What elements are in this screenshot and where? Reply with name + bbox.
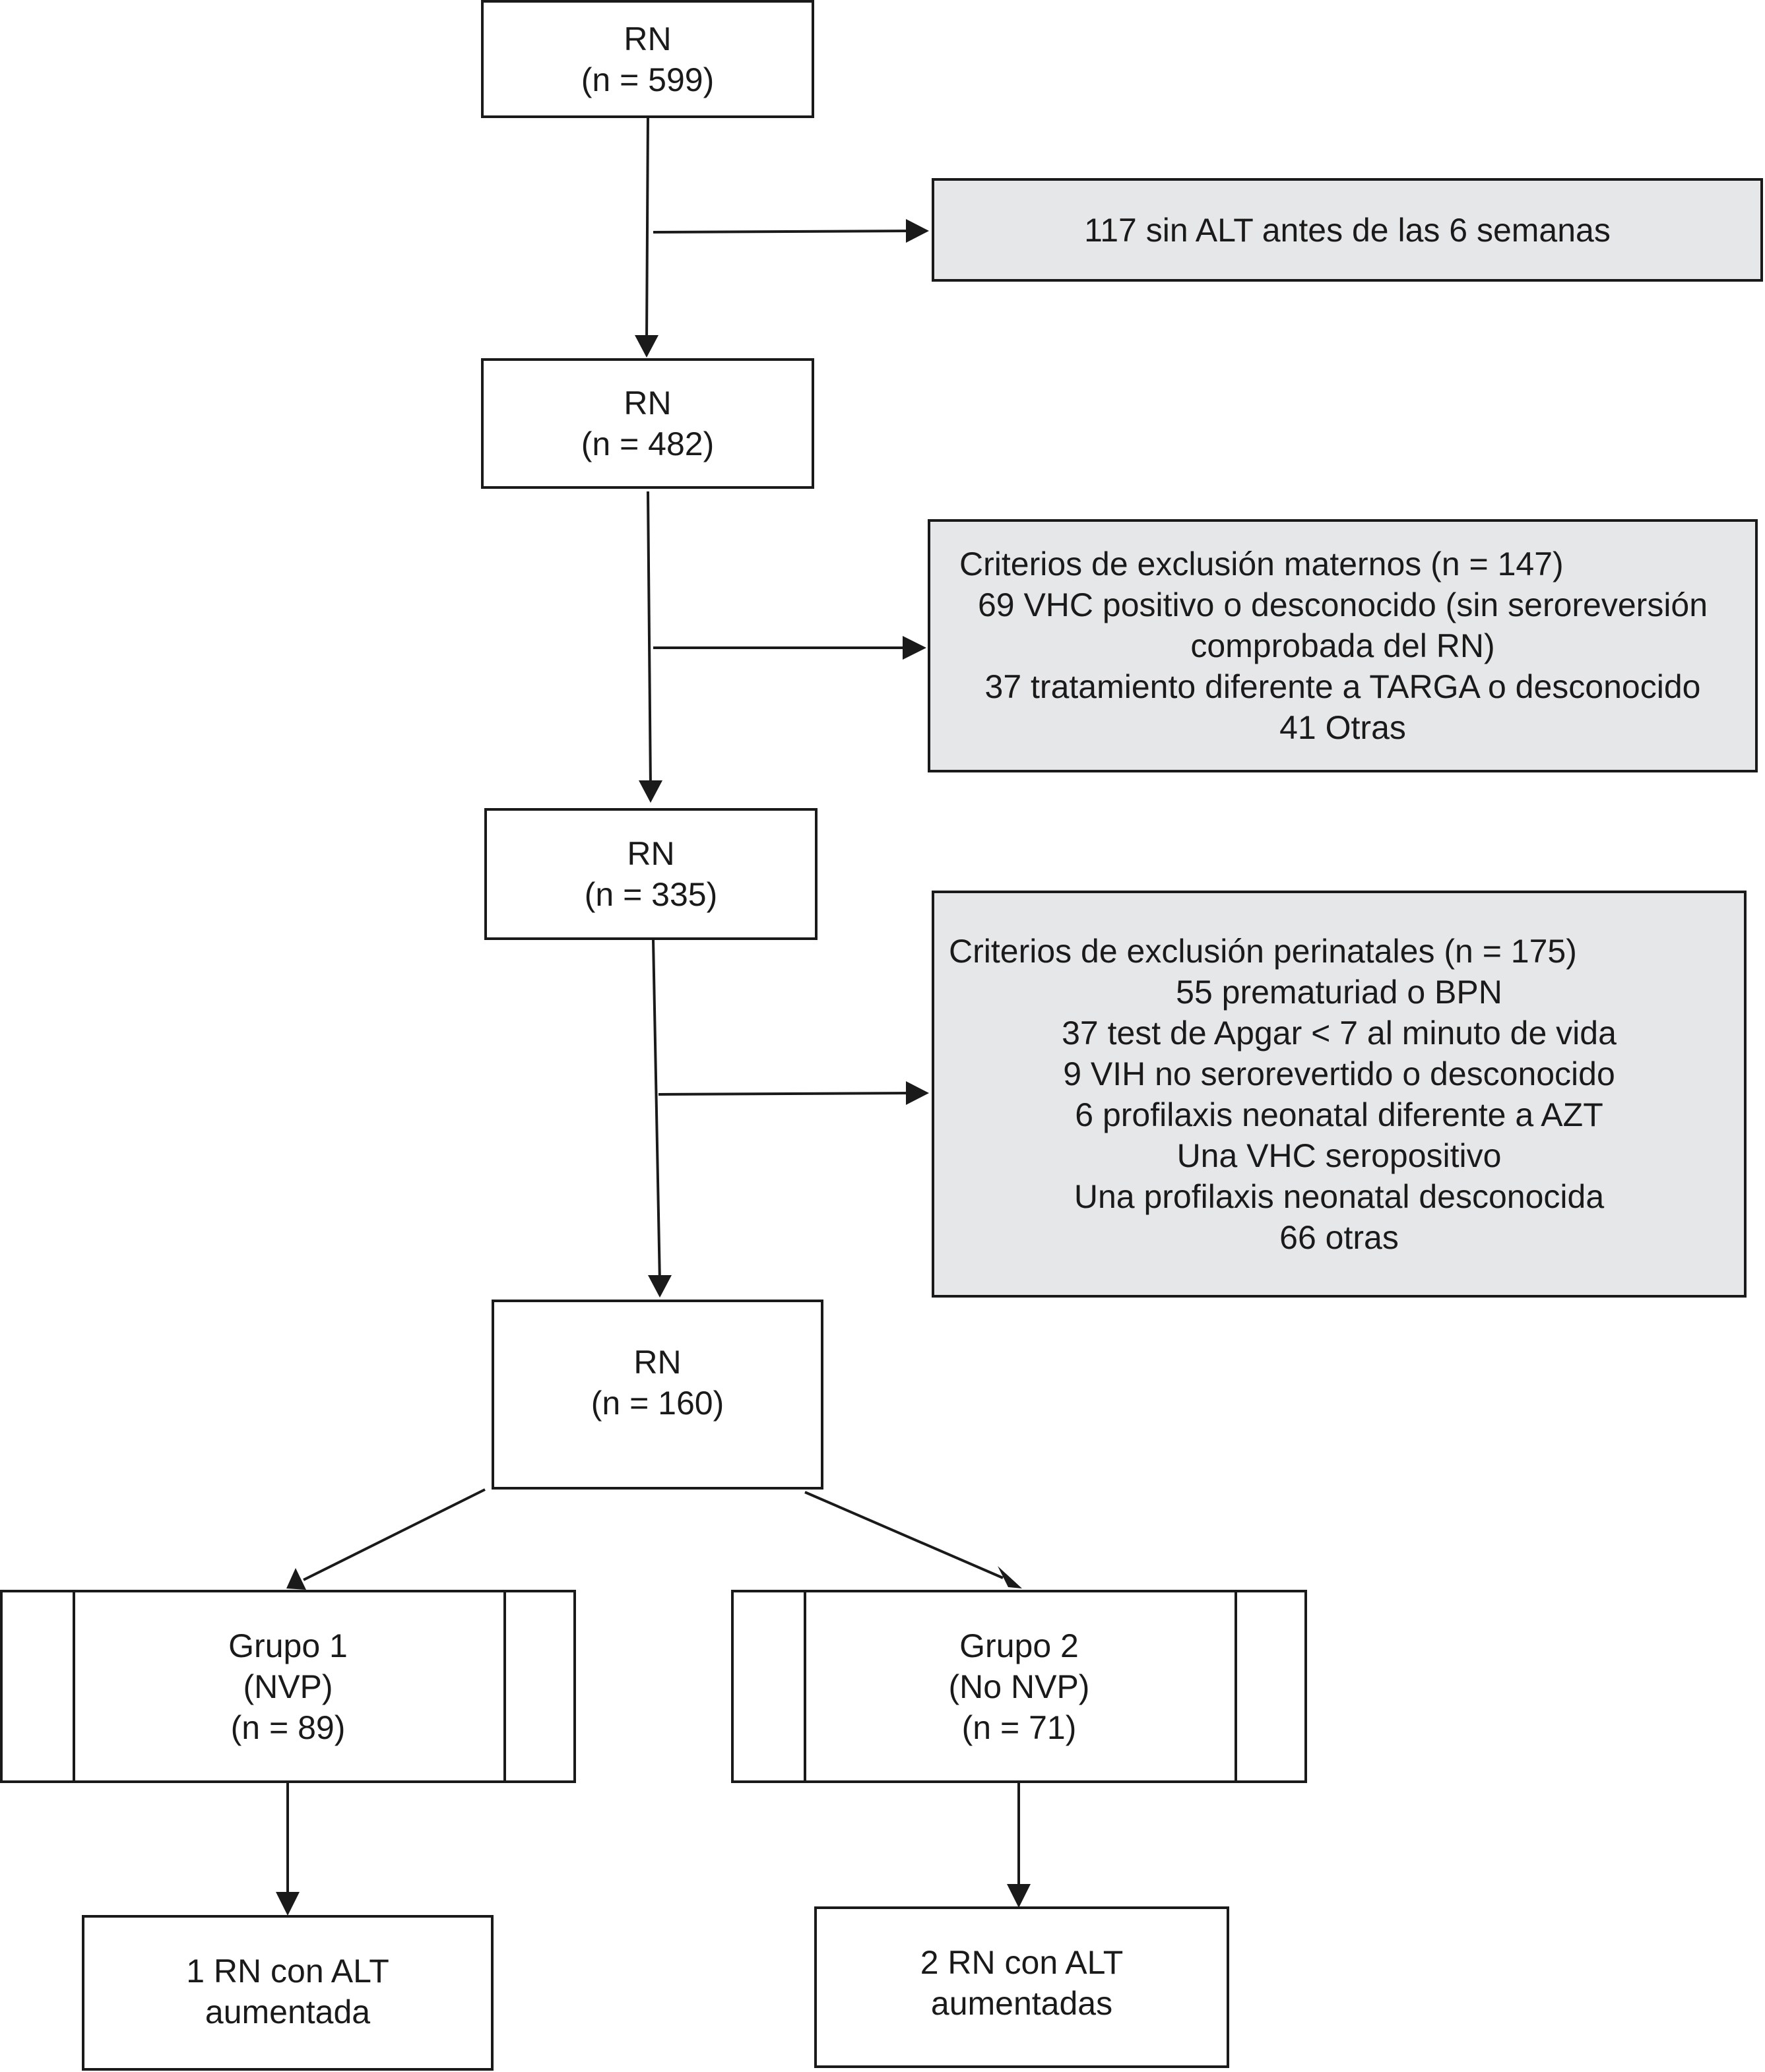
arrow-to-group2 [804, 1491, 1004, 1579]
node-label: RN [627, 835, 675, 872]
arrowhead [903, 636, 926, 660]
group-1-box: Grupo 1 (NVP) (n = 89) [0, 1590, 576, 1783]
group-count: (n = 89) [230, 1709, 346, 1746]
exclusion-line: 37 test de Apgar < 7 al minuto de vida [1062, 1014, 1617, 1052]
exclusion-line: 69 VHC positivo o desconocido (sin seror… [977, 586, 1708, 623]
group-label: Grupo 1 [228, 1627, 348, 1664]
arrowhead [639, 780, 662, 803]
node-count: (n = 335) [584, 876, 718, 913]
arrowhead [1007, 1884, 1031, 1908]
arrowhead [906, 1081, 929, 1105]
arrow-to-excl-perinatal [658, 1092, 915, 1096]
node-rn-160: RN (n = 160) [492, 1300, 823, 1490]
node-rn-482: RN (n = 482) [481, 358, 814, 489]
outcome-text: 1 RN con ALT [186, 1953, 389, 1990]
exclusion-heading: Criterios de exclusión perinatales (n = … [949, 932, 1577, 970]
node-count: (n = 599) [581, 61, 715, 98]
arrowhead [906, 219, 929, 243]
exclusion-box-maternal: Criterios de exclusión maternos (n = 147… [928, 519, 1758, 772]
node-count: (n = 160) [591, 1385, 724, 1422]
outcome-1-box: 1 RN con ALT aumentada [82, 1915, 494, 2071]
arrowhead [276, 1892, 300, 1916]
exclusion-line: 41 Otras [1279, 709, 1406, 746]
outcome-text: 2 RN con ALT [920, 1944, 1124, 1981]
group-2-right-bar [1235, 1592, 1237, 1780]
node-label: RN [633, 1344, 682, 1381]
exclusion-box-no-alt: 117 sin ALT antes de las 6 semanas [932, 178, 1763, 282]
arrow-599-to-482 [645, 115, 649, 344]
exclusion-line: 37 tratamiento diferente a TARGA o desco… [984, 668, 1701, 705]
node-label: RN [624, 385, 672, 422]
node-rn-335: RN (n = 335) [484, 808, 818, 940]
group-1-right-bar [503, 1592, 506, 1780]
arrowhead [998, 1566, 1022, 1588]
arrowhead [635, 335, 658, 358]
arrowhead [648, 1275, 672, 1298]
arrowhead [286, 1568, 306, 1590]
group-subtitle: (No NVP) [948, 1668, 1090, 1705]
arrow-482-to-335 [647, 491, 652, 789]
outcome-text: aumentada [205, 1994, 371, 2030]
group-subtitle: (NVP) [243, 1668, 333, 1705]
exclusion-line: 6 profilaxis neonatal diferente a AZT [1075, 1096, 1603, 1133]
exclusion-line: 66 otras [1279, 1218, 1399, 1256]
exclusion-heading: Criterios de exclusión maternos (n = 147… [959, 546, 1564, 582]
group-1-left-bar [73, 1592, 75, 1780]
node-rn-599: RN (n = 599) [481, 0, 814, 118]
node-count: (n = 482) [581, 425, 715, 462]
group-count: (n = 71) [961, 1709, 1077, 1746]
exclusion-text: 117 sin ALT antes de las 6 semanas [1084, 211, 1611, 249]
exclusion-line: 55 prematuriad o BPN [1176, 973, 1502, 1011]
outcome-text: aumentadas [930, 1985, 1113, 2022]
group-2-box: Grupo 2 (No NVP) (n = 71) [731, 1590, 1307, 1783]
exclusion-line: 9 VIH no serorevertido o desconocido [1063, 1055, 1615, 1092]
exclusion-line: Una VHC seropositivo [1176, 1137, 1502, 1174]
arrow-to-group1 [303, 1488, 486, 1581]
group-2-left-bar [804, 1592, 806, 1780]
arrow-to-excl-alt [653, 230, 915, 234]
exclusion-line: comprobada del RN) [1190, 627, 1495, 664]
exclusion-box-perinatal: Criterios de exclusión perinatales (n = … [932, 891, 1747, 1298]
node-label: RN [624, 20, 672, 57]
exclusion-line: Una profilaxis neonatal desconocida [1074, 1177, 1605, 1215]
group-label: Grupo 2 [959, 1627, 1079, 1664]
outcome-2-box: 2 RN con ALT aumentadas [814, 1906, 1229, 2068]
arrow-335-to-160 [652, 939, 661, 1284]
